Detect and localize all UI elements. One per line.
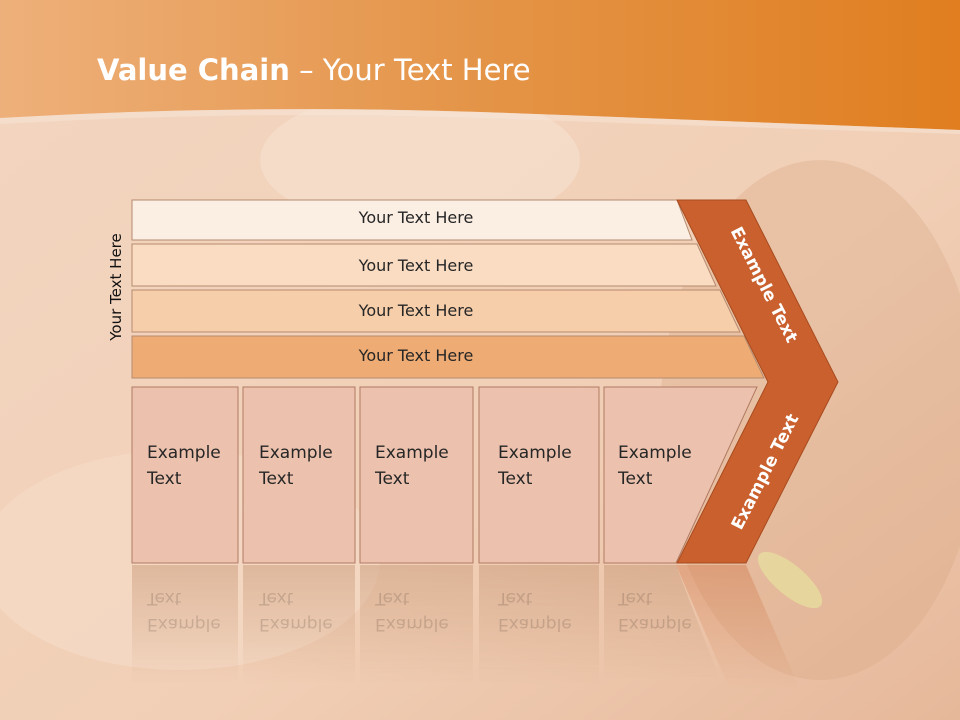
column-label-3: Example Text bbox=[375, 440, 475, 492]
column-box-3 bbox=[359, 386, 474, 564]
column-1-line2: Text bbox=[147, 469, 182, 489]
row-bar-4 bbox=[131, 335, 765, 379]
column-1-line1: Example bbox=[147, 443, 221, 463]
side-axis-label: Your Text Here bbox=[107, 233, 125, 341]
page-title: Value Chain – Your Text Here bbox=[97, 53, 531, 87]
column-box-5 bbox=[603, 386, 758, 564]
column-3-line2: Text bbox=[375, 469, 410, 489]
row-bar-3 bbox=[131, 289, 741, 333]
value-chevron bbox=[676, 199, 839, 564]
row-bar-1 bbox=[131, 199, 693, 241]
column-2-line2: Text bbox=[259, 469, 294, 489]
column-2-line1: Example bbox=[259, 443, 333, 463]
title-rest: – Your Text Here bbox=[289, 53, 531, 87]
column-box-2 bbox=[242, 386, 356, 564]
title-bold: Value Chain bbox=[97, 53, 290, 87]
column-3-line1: Example bbox=[375, 443, 449, 463]
column-4-line2: Text bbox=[498, 469, 533, 489]
column-label-5: Example Text bbox=[618, 440, 718, 492]
column-5-line1: Example bbox=[618, 443, 692, 463]
column-box-1 bbox=[131, 386, 239, 564]
column-4-line1: Example bbox=[498, 443, 572, 463]
row-label-2: Your Text Here bbox=[358, 256, 474, 275]
column-box-4 bbox=[478, 386, 600, 564]
column-label-2: Example Text bbox=[259, 440, 359, 492]
row-label-1: Your Text Here bbox=[358, 208, 474, 227]
row-bar-2 bbox=[131, 243, 717, 287]
row-label-4: Your Text Here bbox=[358, 346, 474, 365]
column-label-4: Example Text bbox=[498, 440, 598, 492]
column-5-line2: Text bbox=[618, 469, 653, 489]
row-label-3: Your Text Here bbox=[358, 301, 474, 320]
column-label-1: Example Text bbox=[147, 440, 247, 492]
